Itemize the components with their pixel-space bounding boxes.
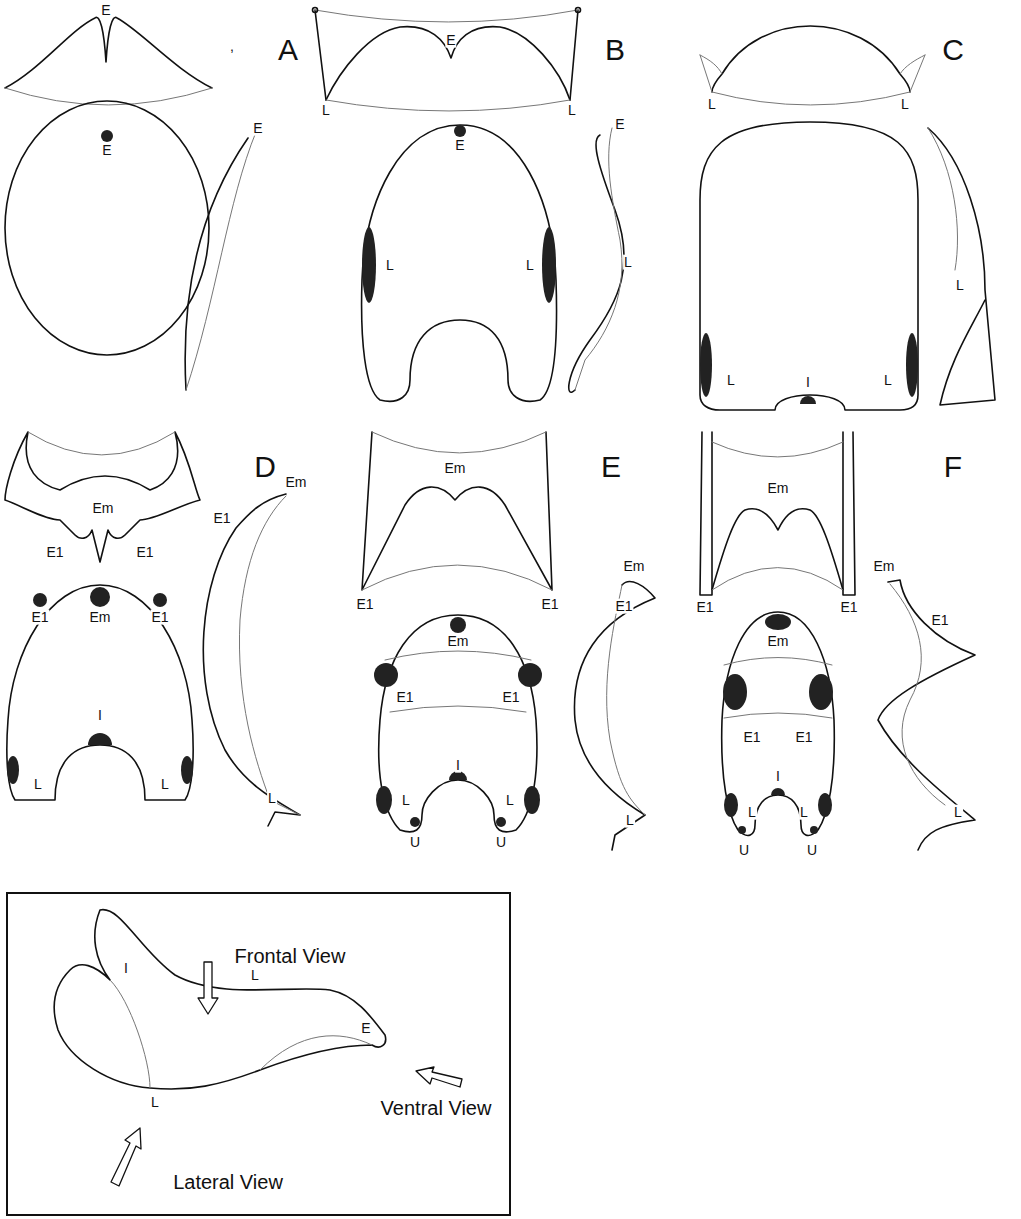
panel-letter: C	[941, 34, 965, 66]
part-label: E1	[695, 600, 714, 615]
part-label: L	[567, 103, 577, 118]
part-label: E	[252, 121, 263, 136]
part-label: E1	[614, 599, 633, 614]
part-label: U	[738, 843, 750, 858]
part-label: ,	[229, 39, 235, 54]
part-label: I	[775, 769, 781, 784]
part-label: E1	[212, 511, 231, 526]
part-label: L	[726, 373, 736, 388]
part-label: Em	[89, 610, 112, 625]
part-label: L	[955, 278, 965, 293]
part-label: Em	[444, 461, 467, 476]
part-label: L	[625, 813, 635, 828]
part-label: E1	[540, 597, 559, 612]
part-label: L	[707, 97, 717, 112]
panel-letter: B	[604, 34, 626, 66]
part-label: L	[385, 258, 395, 273]
part-label: E1	[742, 730, 761, 745]
part-label: I	[97, 708, 103, 723]
part-label: E	[445, 33, 456, 48]
part-label: E1	[150, 610, 169, 625]
panel-letter: E	[600, 451, 622, 483]
panel-letter: A	[277, 34, 299, 66]
part-label: L	[160, 777, 170, 792]
part-label: Em	[92, 501, 115, 516]
part-label: L	[250, 968, 260, 983]
part-label: L	[150, 1095, 160, 1110]
part-label: U	[495, 835, 507, 850]
part-label: L	[953, 805, 963, 820]
part-label: Em	[873, 559, 896, 574]
part-label: L	[900, 97, 910, 112]
part-label: E1	[930, 613, 949, 628]
part-label: E1	[135, 545, 154, 560]
part-label: L	[525, 258, 535, 273]
part-label: E	[100, 3, 111, 18]
part-label: E1	[794, 730, 813, 745]
part-label: Em	[447, 634, 470, 649]
part-label: E1	[395, 690, 414, 705]
part-label: I	[805, 375, 811, 390]
part-label: L	[883, 373, 893, 388]
part-label: L	[33, 777, 43, 792]
view-label: Ventral View	[380, 1098, 493, 1119]
part-label: E	[101, 143, 112, 158]
view-label: Frontal View	[234, 946, 347, 967]
part-label: L	[747, 805, 757, 820]
part-label: E	[360, 1021, 371, 1036]
part-label: E	[454, 138, 465, 153]
part-label: I	[123, 961, 129, 976]
part-label: E1	[839, 600, 858, 615]
part-label: E1	[501, 690, 520, 705]
part-label: L	[623, 255, 633, 270]
part-label: L	[267, 791, 277, 806]
part-label: E	[614, 117, 625, 132]
part-label: E1	[355, 597, 374, 612]
part-label: Em	[623, 559, 646, 574]
part-label: E1	[45, 545, 64, 560]
part-label: Em	[767, 481, 790, 496]
part-label: L	[401, 793, 411, 808]
part-label: E1	[30, 610, 49, 625]
panel-letter: F	[943, 451, 963, 483]
part-label: U	[409, 835, 421, 850]
view-label: Lateral View	[172, 1172, 284, 1193]
panel-letter: D	[253, 451, 277, 483]
part-label: L	[799, 805, 809, 820]
part-label: L	[505, 793, 515, 808]
part-label: I	[455, 758, 461, 773]
part-label: Em	[767, 634, 790, 649]
part-label: U	[806, 843, 818, 858]
part-label: L	[321, 103, 331, 118]
part-label: Em	[285, 475, 308, 490]
